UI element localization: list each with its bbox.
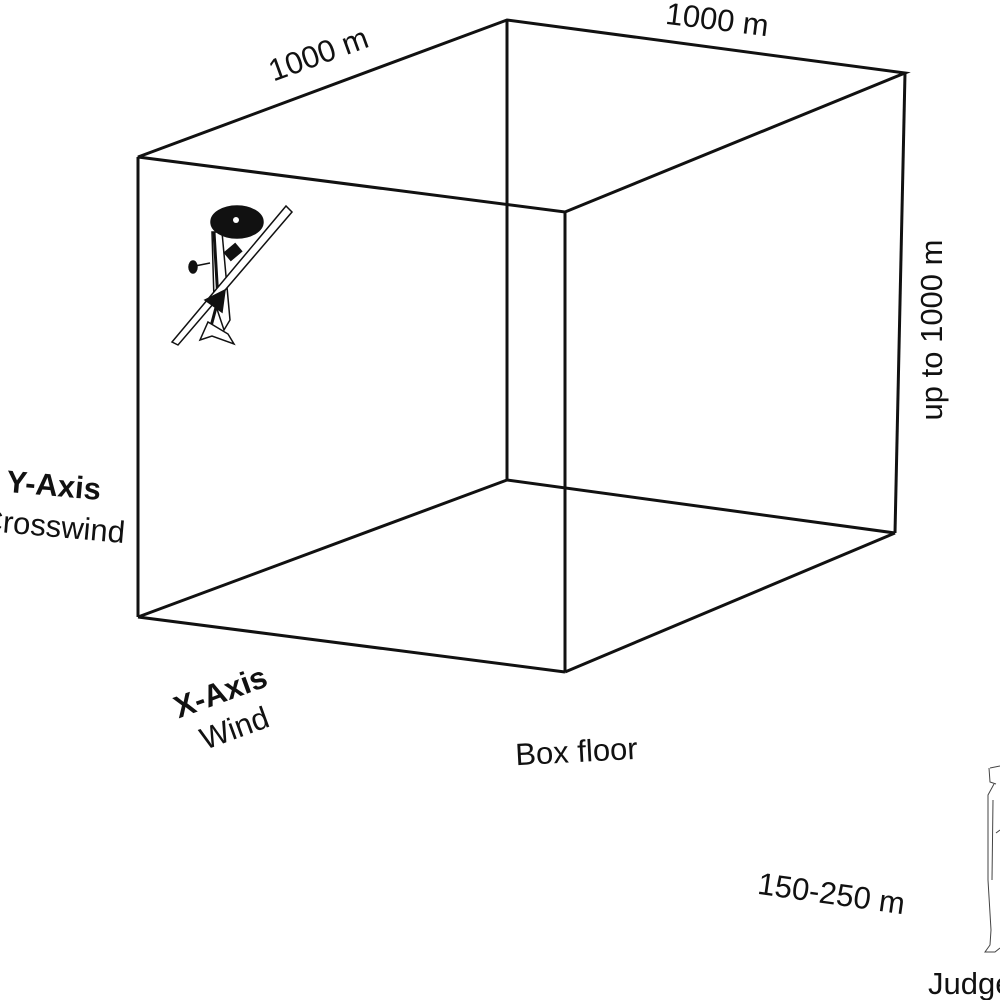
box-floor-label: Box floor (514, 731, 638, 772)
height-label: up to 1000 m (914, 240, 949, 421)
box-edge-front-right-floor (564, 531, 896, 674)
box-edge-right-vertical (893, 72, 907, 534)
y-axis-subtitle: Crosswind (0, 502, 126, 549)
width-label-left: 1000 m (264, 20, 373, 88)
box-edge-back-left-floor (137, 478, 508, 619)
y-axis-title: Y-Axis (5, 464, 102, 507)
box-edge-front-left-floor (137, 615, 566, 674)
width-label-right: 1000 m (664, 0, 771, 43)
judge-figure-icon (984, 765, 1000, 953)
box-wireframe (136, 18, 911, 674)
airplane-icon (170, 204, 294, 346)
judge-label: Judge (928, 966, 1000, 1000)
box-top-face (137, 18, 911, 214)
box-edge-back-right-floor (506, 478, 896, 535)
judge-distance-label: 150-250 m (756, 866, 908, 921)
